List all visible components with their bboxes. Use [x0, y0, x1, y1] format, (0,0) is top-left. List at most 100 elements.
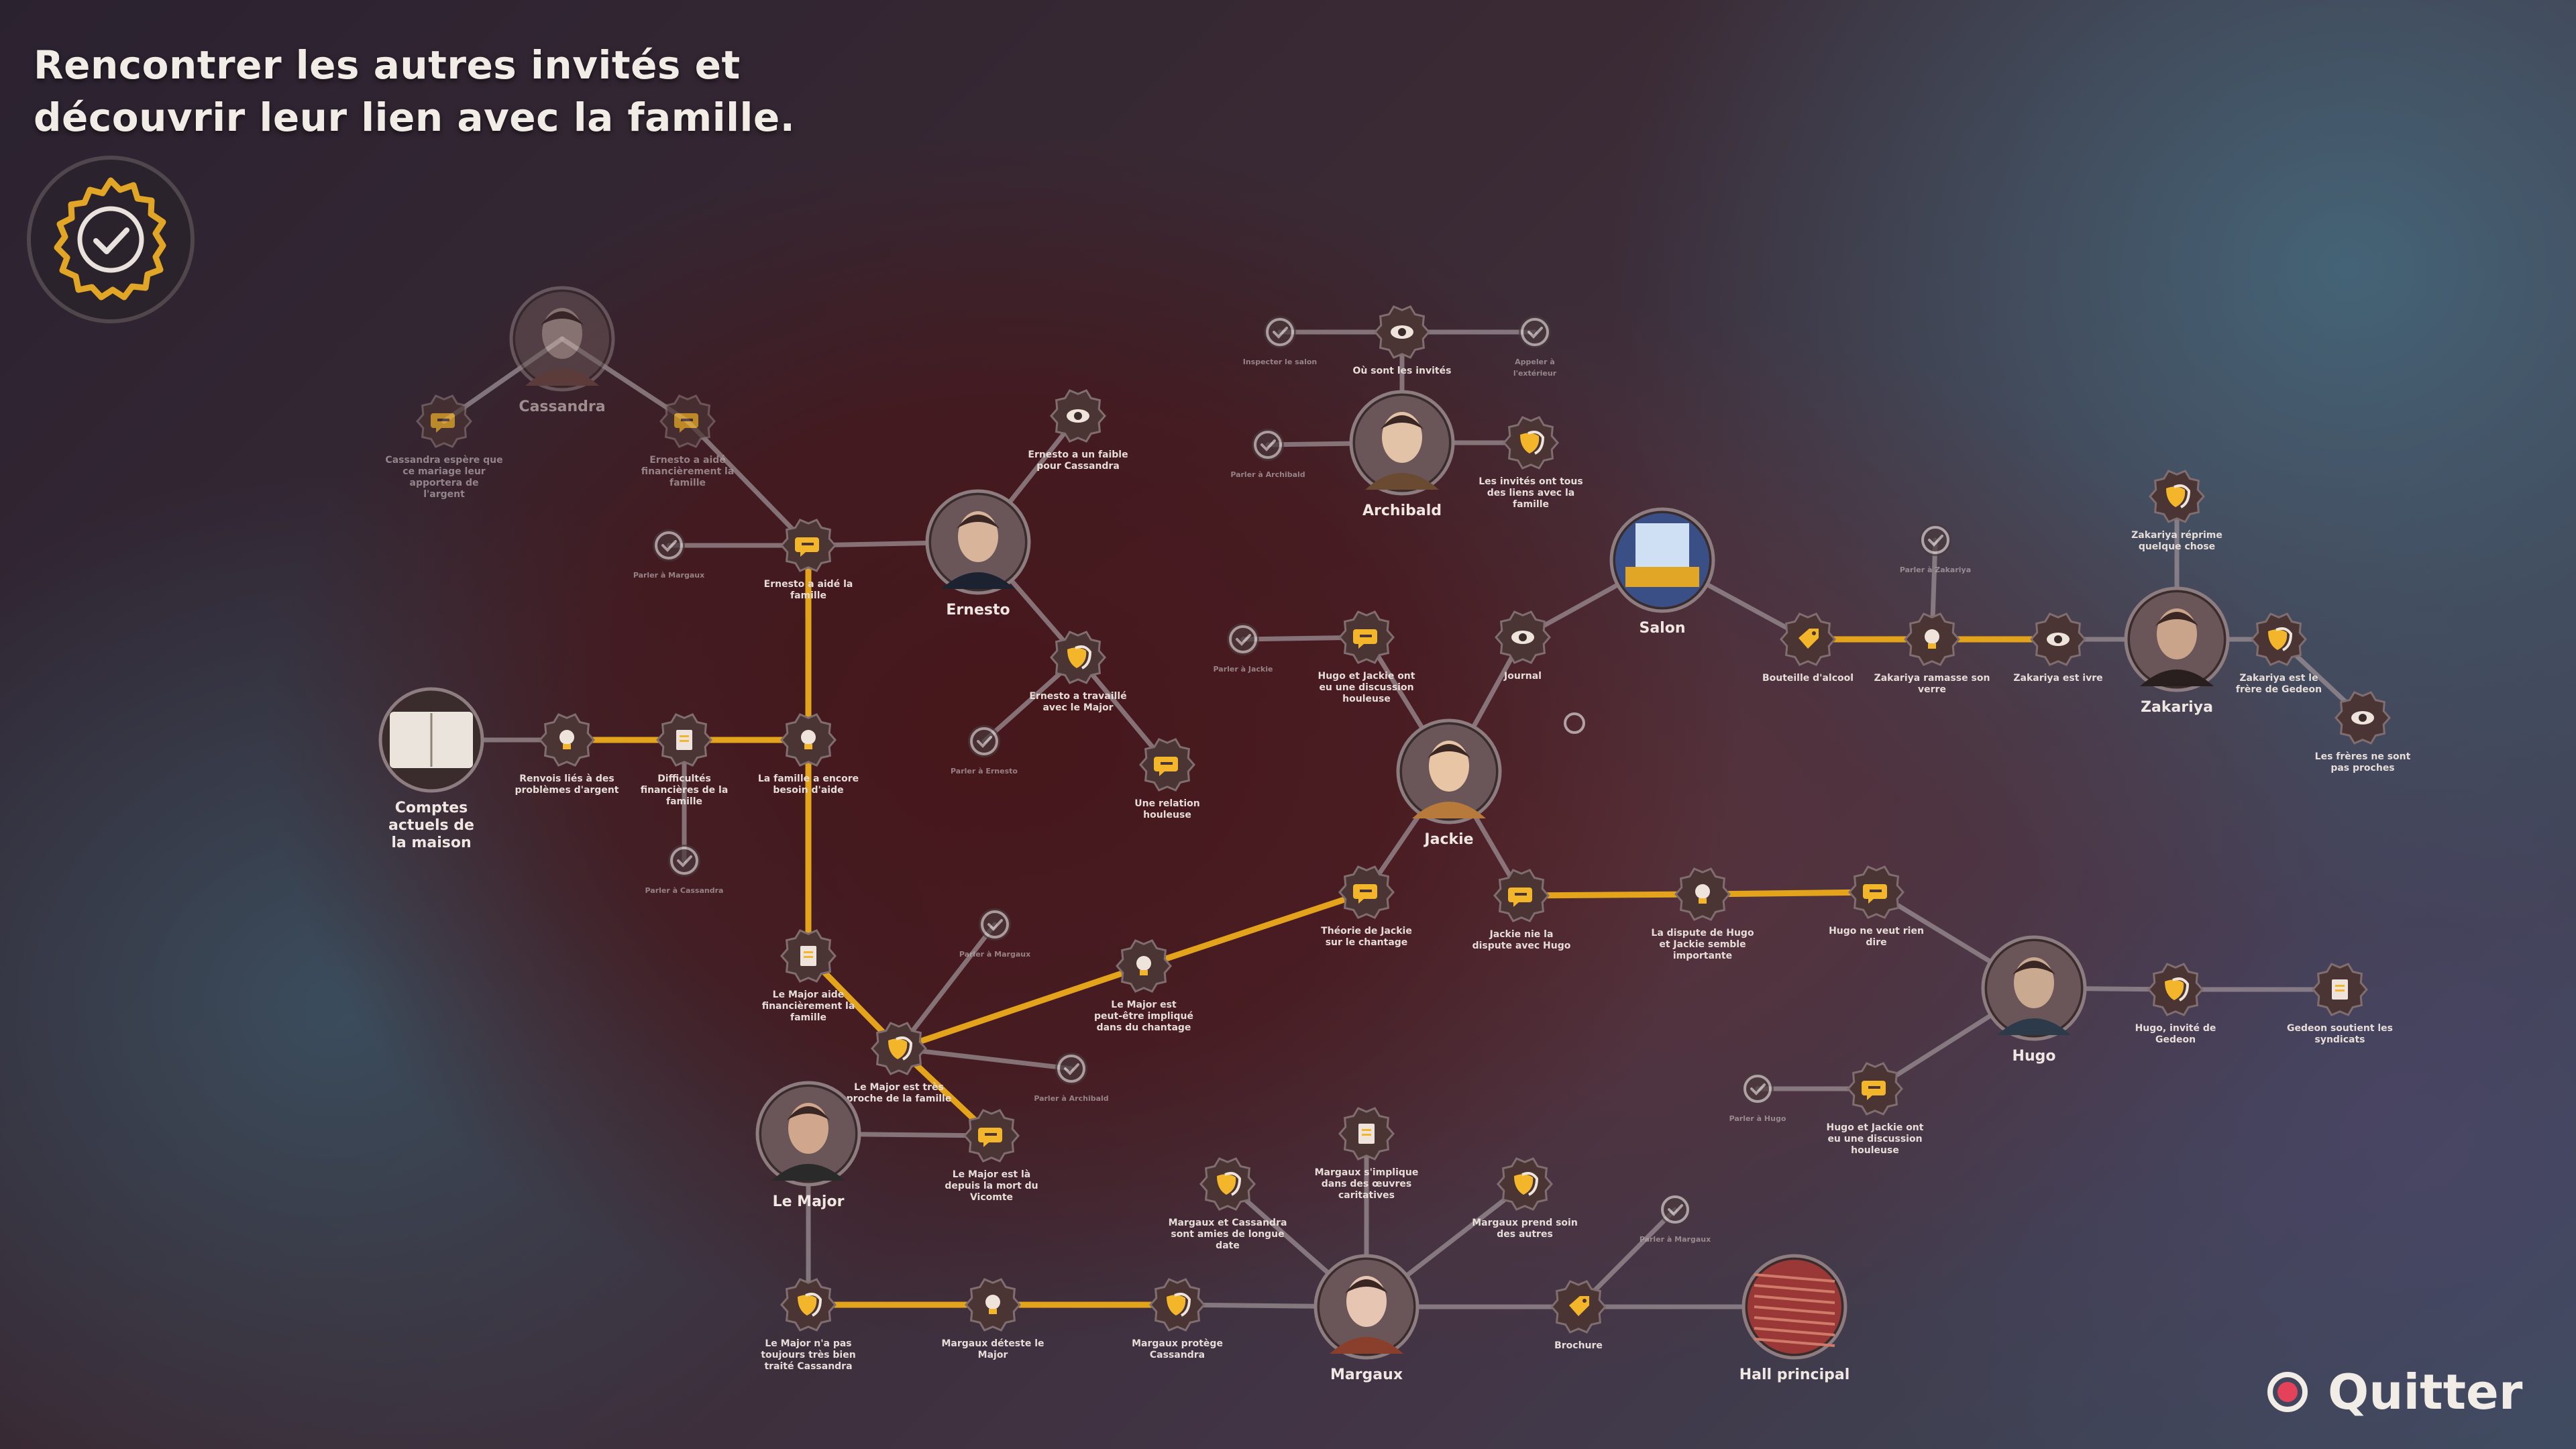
clue-node-bg — [979, 908, 1011, 941]
clue-node[interactable]: Inspecter le salon — [1243, 316, 1318, 366]
portrait-node-jackie[interactable]: Jackie — [1396, 718, 1502, 848]
chat-bubble-icon — [1353, 884, 1377, 904]
portrait-image — [1355, 396, 1449, 490]
eye-icon — [1511, 631, 1534, 644]
document-icon — [2332, 979, 2348, 1000]
cursor-ring — [1564, 712, 1585, 734]
clue-node-bg — [1741, 1073, 1774, 1105]
portrait-image — [2130, 592, 2224, 686]
clue-node[interactable]: Parler à Margaux — [1640, 1193, 1711, 1244]
clue-label: Parler à Jackie — [1214, 665, 1273, 674]
checkmark-icon — [970, 727, 998, 755]
link-active — [1518, 891, 1706, 899]
checkmark-icon — [1229, 625, 1257, 653]
clue-node[interactable]: Parler à Cassandra — [645, 845, 724, 895]
clue-label: Où sont les invités — [1353, 366, 1452, 376]
portrait-label: Hall principal — [1739, 1366, 1850, 1383]
checkmark-icon — [981, 910, 1009, 938]
clue-node[interactable]: Parler à Ernesto — [951, 725, 1018, 775]
portrait-node-hugo[interactable]: Hugo — [1981, 935, 2087, 1065]
chat-bubble-icon — [674, 413, 698, 433]
clue-node[interactable]: Zakariya est ivre — [2013, 612, 2103, 684]
theatre-mask-icon — [1067, 645, 1092, 669]
portrait-node-zakariya[interactable]: Zakariya — [2124, 586, 2230, 716]
clue-label: Journal — [1503, 671, 1542, 682]
clue-node-bg — [1519, 316, 1551, 348]
document-icon — [1358, 1124, 1375, 1144]
clue-label: Bouteille d'alcool — [1762, 673, 1854, 684]
lightbulb-icon — [559, 730, 574, 749]
portrait-node-archibald[interactable]: Archibald — [1349, 390, 1455, 519]
portrait-node-salon[interactable]: Salon — [1609, 507, 1715, 637]
objective-line-1: Rencontrer les autres invités et — [34, 42, 741, 88]
portrait-node-hall[interactable]: Hall principal — [1739, 1254, 1850, 1383]
clue-label: Parler à Cassandra — [645, 886, 724, 895]
chat-bubble-icon — [1353, 629, 1377, 649]
checkmark-icon — [1254, 431, 1282, 459]
portrait-node-ernesto[interactable]: Ernesto — [925, 489, 1031, 619]
link-active — [1140, 889, 1370, 969]
portrait-label: Margaux — [1330, 1366, 1403, 1383]
clue-node[interactable]: Journal — [1495, 610, 1551, 682]
clue-label: Parler à Ernesto — [951, 767, 1018, 775]
clue-node[interactable]: Bouteille d'alcool — [1762, 612, 1854, 684]
clue-node[interactable]: Parler à Hugo — [1729, 1073, 1786, 1123]
portrait-node-cassandra[interactable]: Cassandra — [509, 286, 615, 415]
clue-node[interactable]: Parler à Margaux — [633, 529, 704, 580]
clue-node[interactable]: Parler à Archibald — [1034, 1053, 1109, 1103]
clue-node[interactable]: Où sont les invités — [1353, 305, 1452, 376]
clue-node[interactable]: Parler à Jackie — [1214, 623, 1273, 674]
portrait-label: Zakariya — [2141, 699, 2213, 716]
clue-node[interactable]: Parler à Zakariya — [1900, 524, 1971, 574]
portrait-node-major[interactable]: Le Major — [755, 1081, 861, 1210]
quit-button[interactable]: Quitter — [2267, 1362, 2522, 1422]
portrait-node-margaux[interactable]: Margaux — [1313, 1254, 1419, 1383]
button-prompt-icon — [2267, 1372, 2308, 1412]
clue-node[interactable]: Parler à Margaux — [959, 908, 1030, 959]
portrait-label: Cassandra — [519, 398, 605, 415]
theatre-mask-icon — [2166, 484, 2191, 508]
clue-node[interactable]: Brochure — [1550, 1280, 1607, 1351]
link — [896, 922, 998, 1051]
clue-node[interactable]: Parler à Archibald — [1230, 429, 1305, 479]
